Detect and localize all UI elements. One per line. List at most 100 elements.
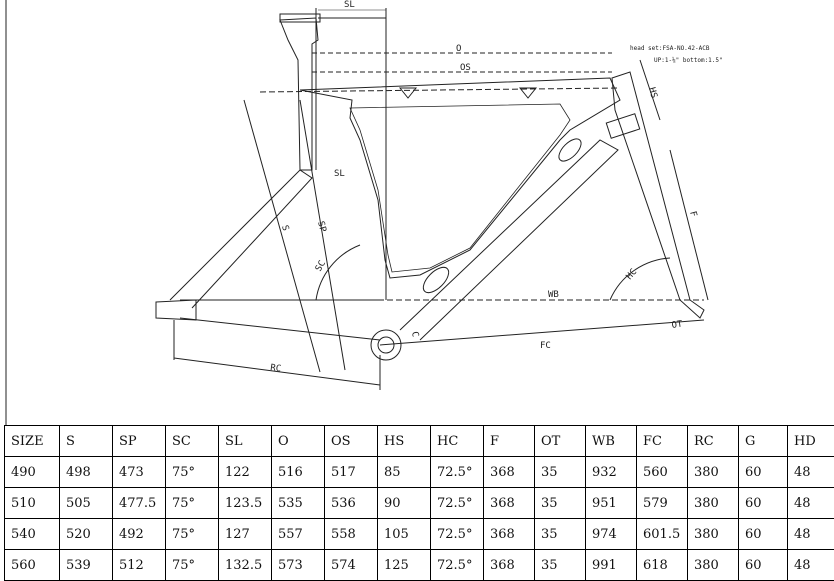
- label-hc: HC: [625, 267, 640, 282]
- table-cell: 539: [59, 549, 113, 581]
- label-fc: FC: [540, 341, 551, 351]
- label-c: C: [409, 331, 420, 338]
- label-hs: HS: [646, 86, 658, 99]
- table-header-row: SIZE S SP SC SL O OS HS HC F OT WB FC RC…: [4, 425, 834, 457]
- table-cell: 132.5: [218, 549, 272, 581]
- table-cell: 72.5°: [430, 487, 484, 519]
- table-cell: 540: [4, 518, 60, 550]
- header-cell: WB: [585, 425, 637, 457]
- table-cell: 380: [687, 549, 739, 581]
- table-cell: 618: [636, 549, 688, 581]
- table-cell: 510: [4, 487, 60, 519]
- label-sc: SC: [314, 259, 328, 273]
- table-cell: 35: [534, 549, 586, 581]
- table-cell: 75°: [165, 487, 219, 519]
- table-cell: 368: [483, 487, 535, 519]
- headset-cup: [605, 113, 641, 139]
- table-cell: 123.5: [218, 487, 272, 519]
- table-row: 560 539 512 75° 132.5 573 574 125 72.5° …: [4, 549, 834, 581]
- head-tube-fork: [611, 71, 705, 319]
- table-row: 510 505 477.5 75° 123.5 535 536 90 72.5°…: [4, 487, 834, 519]
- hc-angle-arc: [609, 257, 671, 301]
- table-cell: 72.5°: [430, 549, 484, 581]
- seat-post: [279, 17, 319, 171]
- header-cell: OT: [534, 425, 586, 457]
- table-cell: 60: [738, 487, 788, 519]
- table-cell: 579: [636, 487, 688, 519]
- table-cell: 951: [585, 487, 637, 519]
- table-cell: 35: [534, 456, 586, 488]
- table-cell: 60: [738, 549, 788, 581]
- table-cell: 573: [271, 549, 325, 581]
- headset-note-line1: head set:FSA-NO.42-ACB: [630, 45, 710, 52]
- table-row: 490 498 473 75° 122 516 517 85 72.5° 368…: [4, 456, 834, 488]
- sc-angle-arc: [315, 244, 361, 301]
- s-dim-line: [243, 99, 321, 373]
- table-cell: 48: [787, 487, 834, 519]
- table-cell: 477.5: [112, 487, 166, 519]
- table-cell: 48: [787, 549, 834, 581]
- main-triangle-outline: [299, 77, 621, 279]
- label-ot: OT: [671, 319, 684, 330]
- label-sl: SL: [344, 0, 355, 10]
- label-o: O: [456, 44, 461, 54]
- rc-dim-line: [173, 357, 381, 386]
- table-row: 540 520 492 75° 127 557 558 105 72.5° 36…: [4, 518, 834, 550]
- table-cell: 72.5°: [430, 518, 484, 550]
- header-cell: SIZE: [4, 425, 60, 457]
- fc-dim-line: [379, 319, 705, 346]
- table-cell: 560: [4, 549, 60, 581]
- inner-triangle: [349, 103, 571, 273]
- table-cell: 75°: [165, 518, 219, 550]
- table-cell: 601.5: [636, 518, 688, 550]
- label-f: F: [687, 210, 698, 218]
- label-wb: WB: [548, 290, 559, 300]
- table-cell: 516: [271, 456, 325, 488]
- table-cell: 505: [59, 487, 113, 519]
- table-cell: 125: [377, 549, 431, 581]
- table-cell: 558: [324, 518, 378, 550]
- bike-frame-diagram: SL O OS HS WB FC RC S SP SC HC OT F SL C…: [5, 0, 723, 425]
- table-cell: 517: [324, 456, 378, 488]
- hs-dim: [639, 59, 661, 121]
- table-cell: 127: [218, 518, 272, 550]
- table-cell: 574: [324, 549, 378, 581]
- bottom-bracket: [370, 329, 402, 361]
- table-cell: 35: [534, 518, 586, 550]
- header-cell: HC: [430, 425, 484, 457]
- header-cell: FC: [636, 425, 688, 457]
- table-cell: 490: [4, 456, 60, 488]
- down-tube: [399, 139, 619, 341]
- table-cell: 48: [787, 456, 834, 488]
- header-cell: O: [271, 425, 325, 457]
- table-cell: 473: [112, 456, 166, 488]
- table-cell: 380: [687, 487, 739, 519]
- header-cell: OS: [324, 425, 378, 457]
- table-cell: 368: [483, 456, 535, 488]
- table-cell: 85: [377, 456, 431, 488]
- seat-stay: [169, 169, 313, 309]
- chain-stay: [179, 299, 381, 341]
- boss-1: [398, 87, 418, 99]
- table-cell: 75°: [165, 456, 219, 488]
- header-cell: HS: [377, 425, 431, 457]
- table-cell: 974: [585, 518, 637, 550]
- boss-2: [518, 87, 538, 99]
- table-cell: 380: [687, 456, 739, 488]
- label-sp: SP: [315, 220, 328, 234]
- label-sl-small: SL: [334, 169, 345, 179]
- table-cell: 122: [218, 456, 272, 488]
- table-cell: 368: [483, 549, 535, 581]
- header-cell: S: [59, 425, 113, 457]
- table-cell: 536: [324, 487, 378, 519]
- table-cell: 932: [585, 456, 637, 488]
- table-cell: 75°: [165, 549, 219, 581]
- table-cell: 90: [377, 487, 431, 519]
- table-cell: 35: [534, 487, 586, 519]
- geometry-spec-table: SIZE S SP SC SL O OS HS HC F OT WB FC RC…: [4, 425, 834, 581]
- table-cell: 535: [271, 487, 325, 519]
- label-s: S: [279, 224, 290, 232]
- table-cell: 72.5°: [430, 456, 484, 488]
- f-dim: [669, 149, 709, 301]
- header-cell: HD: [787, 425, 834, 457]
